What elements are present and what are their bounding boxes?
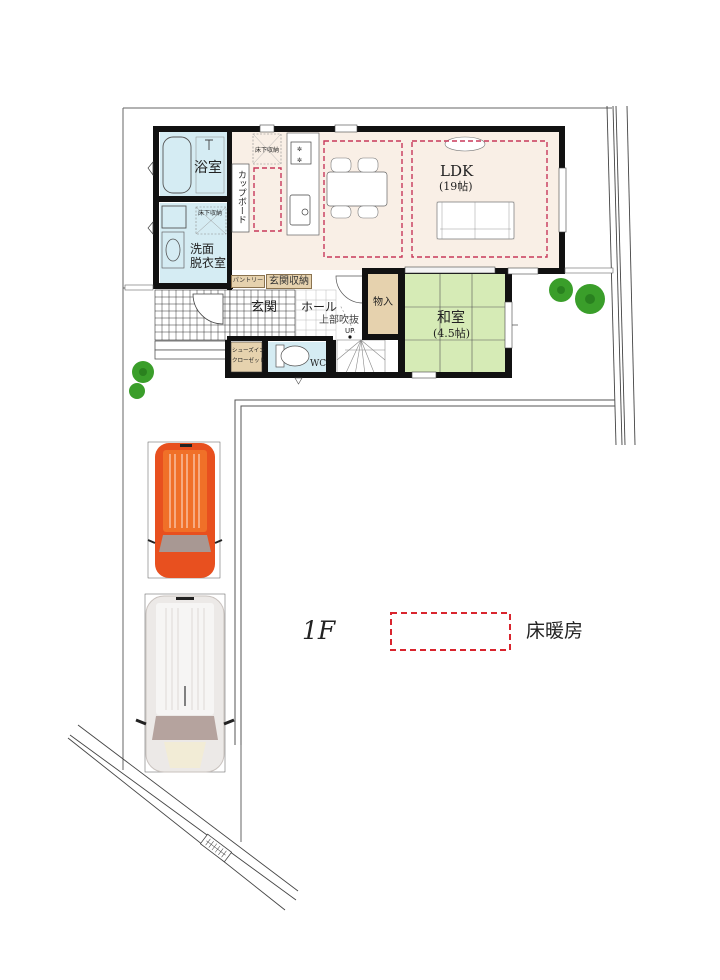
washroom-label-1: 洗面: [190, 242, 215, 256]
side-window-marks: [147, 161, 518, 326]
stairs: [336, 339, 386, 376]
drain-grate: [199, 833, 233, 863]
shoe-closet-label-1: シューズイン: [232, 348, 265, 354]
bathtub: [162, 136, 192, 194]
stove: [290, 141, 312, 165]
storage-label: 物入: [373, 297, 393, 308]
red-car: [147, 443, 223, 578]
underfloor-storage-kitchen-label: 床下収納: [255, 147, 280, 154]
void-label: 上部吹抜: [319, 315, 359, 326]
floor-label: 1F: [302, 616, 336, 645]
bath-floor: [160, 132, 228, 196]
vanity: [161, 231, 185, 269]
japanese-room-label: 和室: [437, 310, 465, 326]
wc-label: WC: [310, 359, 327, 369]
bath-label: 浴室: [194, 160, 222, 176]
underfloor-storage-wash-label: 床下収納: [198, 210, 223, 217]
svg-text:✼: ✼: [297, 157, 302, 164]
sink: [289, 194, 311, 226]
japanese-room-size-label: (4.5帖): [433, 327, 471, 340]
hall-label: ホール: [301, 300, 338, 314]
svg-text:✼: ✼: [297, 146, 302, 153]
tatami-floor: [405, 274, 508, 374]
sofa: [436, 201, 515, 240]
floor-heating-zones: [253, 140, 548, 258]
stairs-up-label: UP: [345, 327, 355, 335]
dining-table: [326, 171, 388, 207]
shoe-closet-label-2: クローゼット: [232, 358, 266, 364]
floor-heating-legend-swatch: [390, 612, 511, 651]
cupboard-label: カップボード: [235, 170, 246, 224]
ldk-label: LDK: [440, 162, 474, 180]
windows: [259, 124, 567, 379]
floor-heating-legend-label: 床暖房: [526, 620, 584, 642]
pantry-label: パントリー: [231, 275, 265, 288]
toilet: [280, 345, 310, 367]
entry-storage-label: 玄関収納: [266, 274, 312, 289]
washing-machine: [161, 205, 187, 229]
cupboard-box: [231, 163, 250, 233]
storage-closet: [368, 274, 398, 334]
entrance-door-swing: [192, 293, 224, 325]
ldk-size-label: (19帖): [439, 180, 473, 193]
washroom-label-2: 脱衣室: [190, 256, 227, 270]
ldk-floor: [230, 132, 560, 270]
right-road: [606, 105, 636, 446]
diagonal-road: [67, 724, 299, 911]
washroom-floor: [160, 203, 228, 283]
lot-line: [234, 399, 615, 745]
white-car: [135, 595, 235, 773]
entrance-label: 玄関: [251, 300, 278, 315]
